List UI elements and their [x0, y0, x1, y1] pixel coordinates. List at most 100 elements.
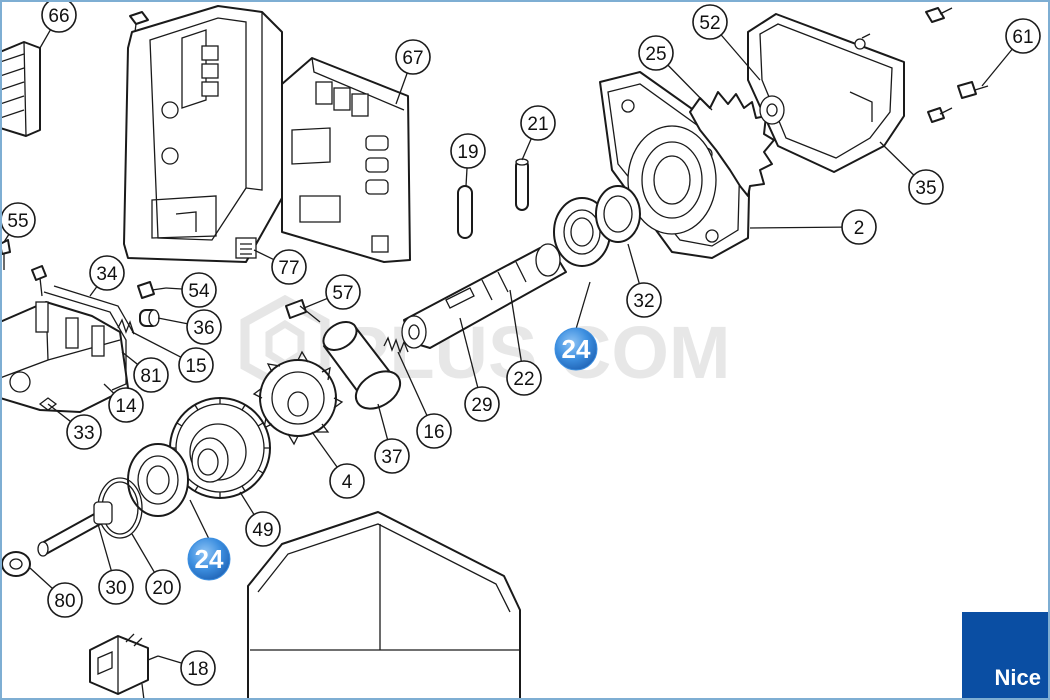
callout-label-77: 77 [278, 258, 299, 279]
callout-circle-57 [325, 274, 361, 310]
leader-line-67 [395, 72, 408, 105]
leader-line-15 [131, 331, 182, 358]
part-washer [1, 551, 31, 577]
callout-label-33: 33 [73, 423, 94, 444]
callout-circle-77 [271, 249, 307, 285]
callout-circle-37 [374, 438, 410, 474]
leader-line-54 [165, 287, 183, 290]
part-small-spring [117, 318, 135, 335]
callout-circle-33 [66, 414, 102, 450]
leader-line-18 [157, 655, 182, 664]
leader-line-35 [879, 141, 915, 176]
leader-line-22 [509, 289, 522, 362]
leader-line-20 [131, 533, 155, 573]
callout-circle-67 [395, 39, 431, 75]
callout-label-37: 37 [381, 447, 402, 468]
callout-circle-81 [133, 357, 169, 393]
part-pin-19 [457, 185, 473, 239]
callout-circle-52 [692, 4, 728, 40]
leader-line-55 [3, 233, 10, 243]
part-control-board [281, 57, 411, 263]
leader-line-66 [39, 29, 52, 49]
callout-label-34: 34 [96, 264, 118, 285]
part-switch-assembly [0, 301, 129, 413]
leader-line-34 [89, 286, 98, 297]
callout-label-21: 21 [527, 114, 548, 135]
callout-label-25: 25 [645, 44, 666, 65]
callout-label-80: 80 [54, 591, 75, 612]
callout-label-19: 19 [457, 142, 478, 163]
callout-label-18: 18 [187, 659, 208, 680]
callout-label-61: 61 [1012, 27, 1033, 48]
callout-label-55: 55 [7, 211, 28, 232]
part-sleeve [322, 321, 402, 410]
callout-label-22: 22 [513, 369, 534, 390]
leader-line-37 [377, 403, 389, 440]
callout-circle-14 [108, 387, 144, 423]
callout-label-81: 81 [140, 366, 161, 387]
callout-label-20: 20 [152, 578, 173, 599]
part-motor-cover [247, 511, 521, 700]
part-bearing-lower [127, 443, 189, 517]
leader-line-2 [749, 226, 843, 229]
leader-line-61 [981, 48, 1013, 87]
part-pin-57 [285, 299, 321, 323]
part-spring [383, 336, 409, 354]
leader-line-30 [97, 523, 112, 571]
leader-line-36 [157, 317, 188, 325]
callout-circle-16 [416, 413, 452, 449]
leader-line-49 [239, 491, 255, 515]
callout-circle-19 [450, 133, 486, 169]
part-flange-housing [599, 71, 751, 259]
leader-line-52 [720, 34, 761, 81]
leader-line-32 [627, 243, 640, 284]
part-toothed-disc [252, 350, 344, 446]
badge-leader-24 [575, 281, 591, 330]
leader-line-29 [459, 317, 479, 388]
callout-circle-15 [178, 347, 214, 383]
callout-label-35: 35 [915, 178, 936, 199]
callout-label-32: 32 [633, 291, 654, 312]
callout-label-14: 14 [115, 396, 137, 417]
callout-circle-22 [506, 360, 542, 396]
part-pin-21 [515, 158, 529, 211]
callout-circle-2 [841, 209, 877, 245]
callout-circle-18 [180, 650, 216, 686]
part-label-sticker [235, 237, 257, 259]
callout-circle-61 [1005, 18, 1041, 54]
callout-label-66: 66 [48, 6, 69, 27]
part-bushing-36 [139, 309, 160, 327]
callout-circle-54 [181, 272, 217, 308]
leader-line-14 [103, 383, 115, 394]
callout-circle-21 [520, 105, 556, 141]
callout-circle-30 [98, 569, 134, 605]
callout-label-49: 49 [252, 520, 273, 541]
leader-line-81 [121, 351, 139, 365]
highlight-badge-24 [554, 327, 598, 371]
nice-logo: Nice [962, 612, 1050, 700]
part-board-housing [123, 5, 283, 263]
leader-line-57 [303, 297, 328, 309]
callout-circle-25 [638, 35, 674, 71]
part-seal-ring [595, 185, 641, 243]
highlight-badge-label: 24 [562, 334, 591, 364]
callout-circle-35 [908, 169, 944, 205]
part-limit-switch [89, 633, 159, 700]
callout-label-30: 30 [105, 578, 126, 599]
part-screw-55 [0, 239, 11, 270]
callout-circle-32 [626, 282, 662, 318]
part-main-shaft [401, 243, 567, 349]
leader-line-80 [29, 567, 53, 590]
leader-line-21 [521, 138, 532, 161]
callout-label-16: 16 [423, 422, 444, 443]
callout-label-54: 54 [188, 281, 210, 302]
part-screw-54 [137, 281, 167, 299]
leader-line-4 [311, 431, 338, 468]
part-gearbox-cover [747, 13, 905, 173]
part-connector-strip [0, 41, 41, 137]
callout-label-2: 2 [854, 218, 865, 239]
